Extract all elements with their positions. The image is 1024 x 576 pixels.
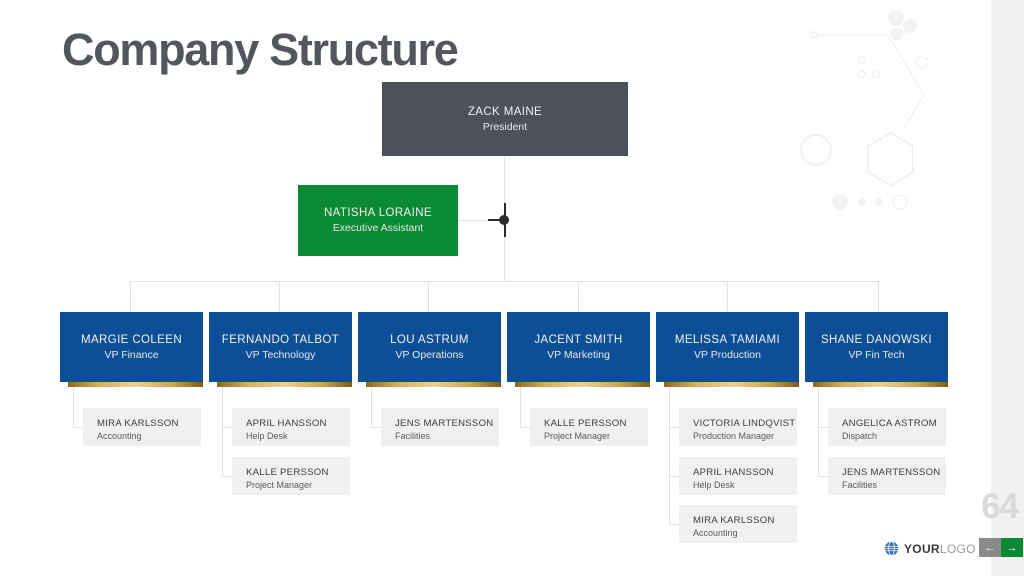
department-1-title: VP Finance <box>104 348 159 361</box>
logo: YOURLOGO <box>884 541 976 556</box>
connector-spine-dept-2 <box>222 387 223 476</box>
connector-stub-5-1 <box>669 427 679 428</box>
connector-horizontal-bus <box>130 281 880 282</box>
report-3-1-title: Facilities <box>395 431 431 441</box>
org-box-department-1[interactable]: MARGIE COLEEN VP Finance <box>60 312 203 382</box>
page-number: 64 <box>981 487 1019 526</box>
department-4-name: JACENT SMITH <box>534 333 623 346</box>
connector-drop-dept-3 <box>428 281 429 312</box>
connector-stub-3-1 <box>371 427 381 428</box>
report-box-5-1[interactable]: VICTORIA LINDQVIST Production Manager <box>679 408 797 446</box>
org-box-department-5[interactable]: MELISSA TAMIAMI VP Production <box>656 312 799 382</box>
org-box-president[interactable]: ZACK MAINE President <box>382 82 628 156</box>
globe-icon <box>884 541 899 556</box>
report-1-1-name: MIRA KARLSSON <box>97 418 179 429</box>
connector-stub-2-2 <box>222 476 232 477</box>
connector-drop-dept-2 <box>279 281 280 312</box>
report-5-1-name: VICTORIA LINDQVIST <box>693 418 796 429</box>
report-2-1-name: APRIL HANSSON <box>246 418 327 429</box>
connector-stub-5-2 <box>669 476 679 477</box>
connector-spine-dept-4 <box>520 387 521 427</box>
report-box-6-2[interactable]: JENS MARTENSSON Facilities <box>828 457 946 495</box>
logo-text: YOURLOGO <box>904 542 976 556</box>
department-3-title: VP Operations <box>395 348 464 361</box>
connector-spine-dept-6 <box>818 387 819 476</box>
connector-drop-dept-5 <box>727 281 728 312</box>
connector-stub-6-1 <box>818 427 828 428</box>
report-4-1-name: KALLE PERSSON <box>544 418 627 429</box>
report-box-1-1[interactable]: MIRA KARLSSON Accounting <box>83 408 201 446</box>
decorative-hexagon-artwork <box>800 0 1000 250</box>
report-2-2-title: Project Manager <box>246 480 313 490</box>
report-2-1-title: Help Desk <box>246 431 288 441</box>
report-box-2-1[interactable]: APRIL HANSSON Help Desk <box>232 408 350 446</box>
org-box-department-2[interactable]: FERNANDO TALBOT VP Technology <box>209 312 352 382</box>
connector-spine-dept-5 <box>669 387 670 524</box>
report-2-2-name: KALLE PERSSON <box>246 467 329 478</box>
gold-strip-5 <box>664 382 799 387</box>
connector-stub-6-2 <box>818 476 828 477</box>
gold-strip-1 <box>68 382 203 387</box>
connector-drop-dept-1 <box>130 281 131 312</box>
org-box-department-4[interactable]: JACENT SMITH VP Marketing <box>507 312 650 382</box>
assistant-name: NATISHA LORAINE <box>323 207 433 219</box>
connector-spine-dept-1 <box>73 387 74 427</box>
department-2-title: VP Technology <box>245 348 316 361</box>
president-title: President <box>482 120 528 133</box>
connector-spine-dept-3 <box>371 387 372 427</box>
logo-text-light: LOGO <box>939 541 976 556</box>
department-1-name: MARGIE COLEEN <box>80 333 183 346</box>
report-5-2-title: Help Desk <box>693 480 735 490</box>
next-slide-button[interactable]: → <box>1001 538 1023 557</box>
connector-assistant-marker-horizontal <box>488 219 506 221</box>
org-box-department-3[interactable]: LOU ASTRUM VP Operations <box>358 312 501 382</box>
report-6-2-name: JENS MARTENSSON <box>842 467 941 478</box>
gold-strip-4 <box>515 382 650 387</box>
gold-strip-6 <box>813 382 948 387</box>
report-3-1-name: JENS MARTENSSON <box>395 418 494 429</box>
report-box-6-1[interactable]: ANGELICA ASTROM Dispatch <box>828 408 946 446</box>
report-box-5-2[interactable]: APRIL HANSSON Help Desk <box>679 457 797 495</box>
report-5-3-title: Accounting <box>693 528 738 538</box>
report-box-4-1[interactable]: KALLE PERSSON Project Manager <box>530 408 648 446</box>
slide-navigation: ← → <box>979 538 1023 557</box>
report-box-3-1[interactable]: JENS MARTENSSON Facilities <box>381 408 499 446</box>
report-box-2-2[interactable]: KALLE PERSSON Project Manager <box>232 457 350 495</box>
department-6-title: VP Fin Tech <box>848 348 905 361</box>
department-4-title: VP Marketing <box>547 348 610 361</box>
org-box-department-6[interactable]: SHANE DANOWSKI VP Fin Tech <box>805 312 948 382</box>
report-6-1-title: Dispatch <box>842 431 878 441</box>
connector-assistant-stub <box>458 220 504 221</box>
report-6-1-name: ANGELICA ASTROM <box>842 418 937 429</box>
connector-stub-5-3 <box>669 524 679 525</box>
connector-assistant-node-dot <box>499 215 509 225</box>
president-name: ZACK MAINE <box>467 105 543 118</box>
report-6-2-title: Facilities <box>842 480 878 490</box>
department-6-name: SHANE DANOWSKI <box>820 333 933 346</box>
assistant-title: Executive Assistant <box>332 222 424 234</box>
report-5-3-name: MIRA KARLSSON <box>693 515 775 526</box>
department-5-name: MELISSA TAMIAMI <box>674 333 781 346</box>
department-2-name: FERNANDO TALBOT <box>221 333 340 346</box>
connector-stub-4-1 <box>520 427 530 428</box>
connector-drop-dept-6 <box>878 281 879 312</box>
report-5-1-title: Production Manager <box>693 431 775 441</box>
prev-slide-button[interactable]: ← <box>979 538 1001 557</box>
gold-strip-2 <box>217 382 352 387</box>
department-5-title: VP Production <box>694 348 761 361</box>
right-edge-panel <box>991 0 1024 576</box>
report-5-2-name: APRIL HANSSON <box>693 467 774 478</box>
page-title: Company Structure <box>62 24 459 75</box>
report-box-5-3[interactable]: MIRA KARLSSON Accounting <box>679 505 797 543</box>
connector-stub-2-1 <box>222 427 232 428</box>
logo-text-bold: YOUR <box>904 541 940 556</box>
connector-stub-1-1 <box>73 427 83 428</box>
gold-strip-3 <box>366 382 501 387</box>
department-3-name: LOU ASTRUM <box>390 333 469 346</box>
report-4-1-title: Project Manager <box>544 431 611 441</box>
org-box-executive-assistant[interactable]: NATISHA LORAINE Executive Assistant <box>298 185 458 256</box>
connector-drop-dept-4 <box>578 281 579 312</box>
report-1-1-title: Accounting <box>97 431 142 441</box>
